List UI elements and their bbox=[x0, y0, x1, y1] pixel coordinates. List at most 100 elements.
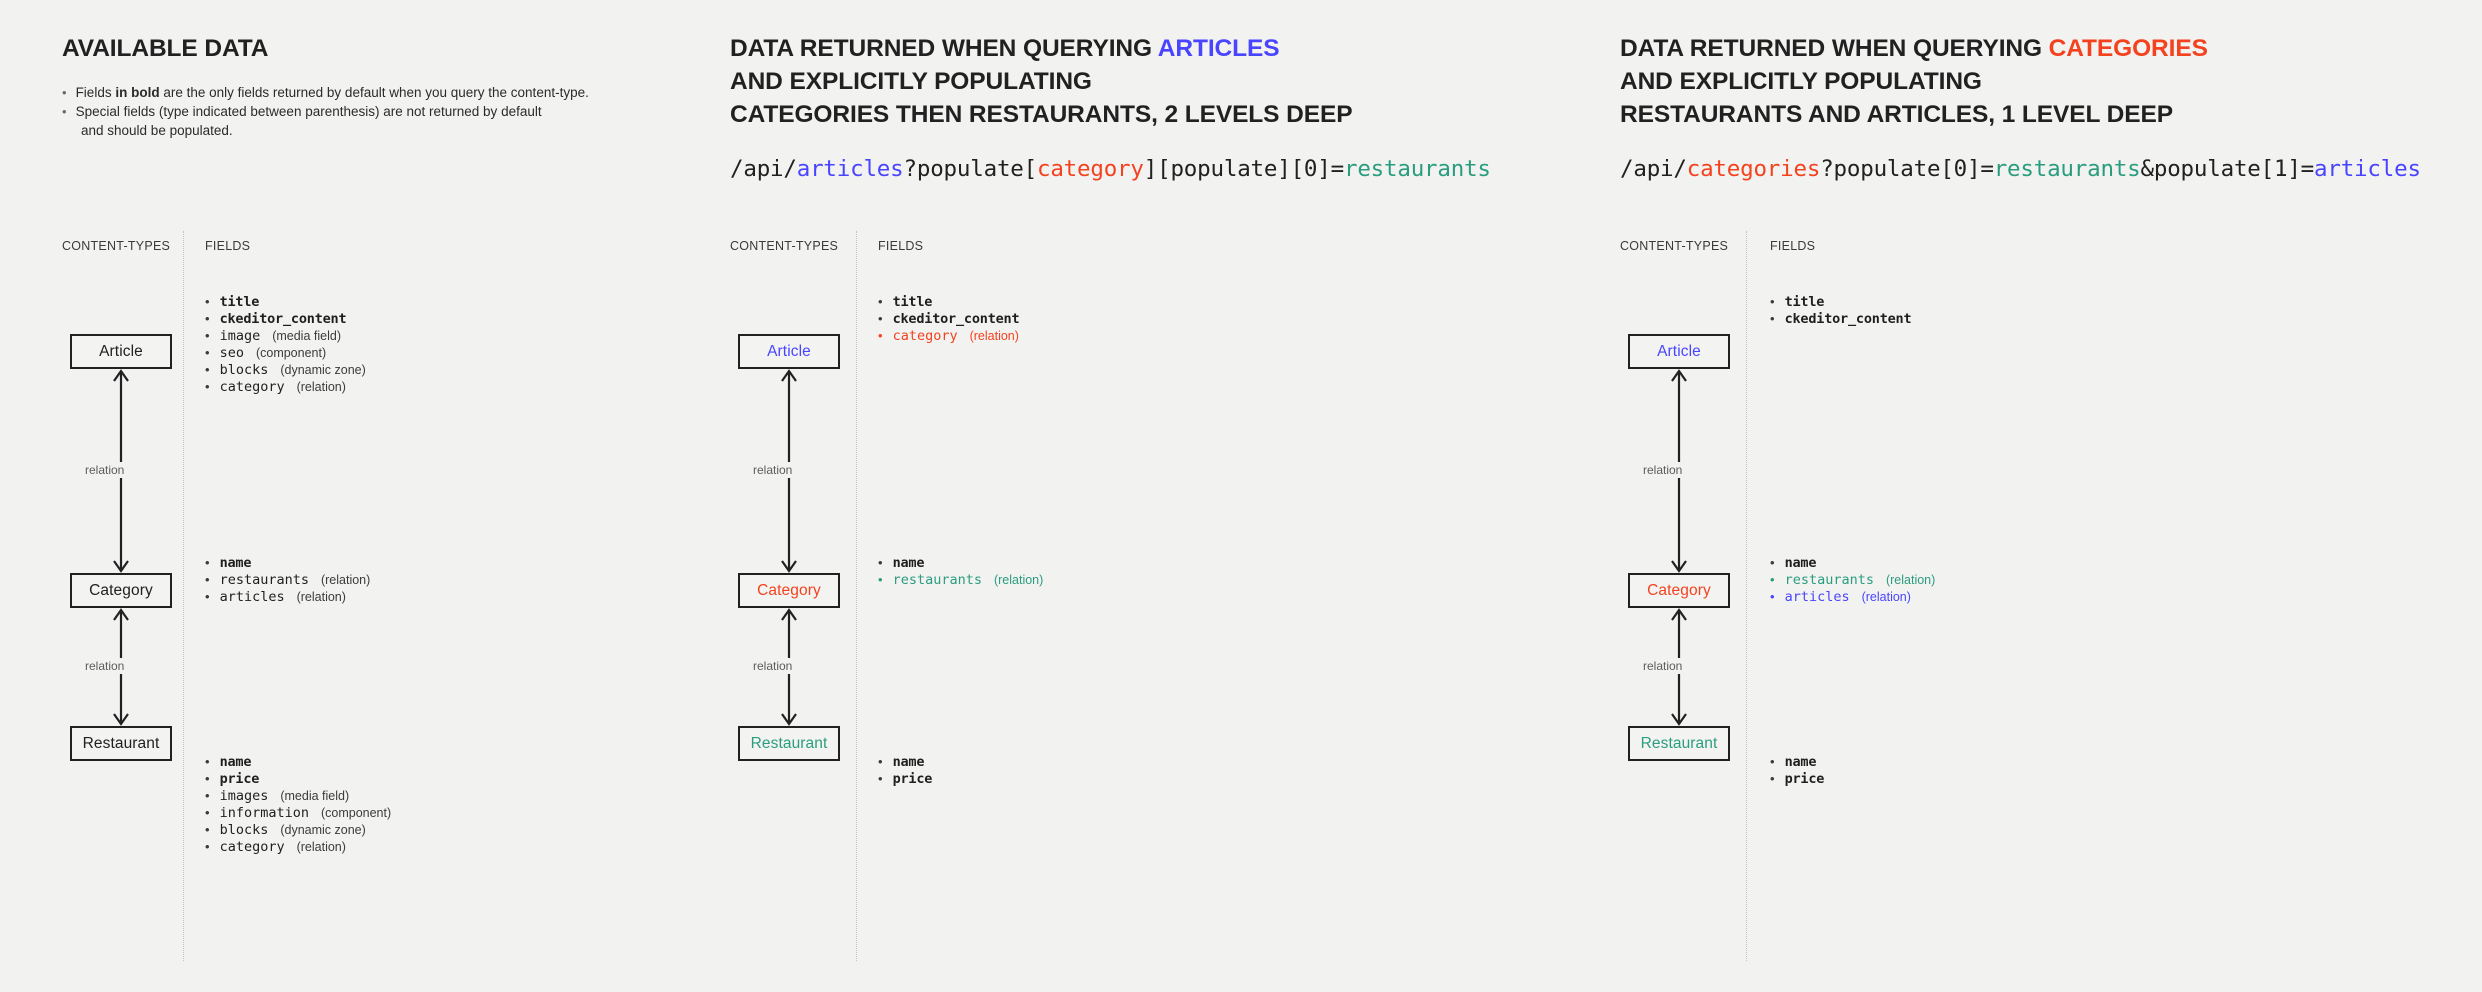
field-type: (relation) bbox=[1861, 590, 1911, 605]
field-group-category: •name•restaurants(relation)•articles(rel… bbox=[1770, 555, 2330, 606]
field-row: •category(relation) bbox=[205, 379, 765, 395]
field-name: ckeditor_content bbox=[219, 311, 347, 328]
header-title-line: AND EXPLICITLY POPULATING bbox=[1620, 65, 2410, 98]
bullet-icon: • bbox=[205, 294, 210, 309]
header-title-part: DATA RETURNED WHEN QUERYING bbox=[730, 35, 1158, 62]
field-type: (relation) bbox=[320, 573, 371, 588]
field-name: articles bbox=[1784, 589, 1850, 606]
field-name: ckeditor_content bbox=[892, 311, 1020, 328]
field-name: information bbox=[219, 805, 309, 822]
field-row: • title bbox=[205, 294, 765, 310]
field-row: •name bbox=[878, 555, 1438, 571]
api-url-segment: articles bbox=[796, 156, 904, 182]
entity-box-category[interactable]: Category bbox=[70, 573, 172, 608]
fields-column-label: FIELDS bbox=[1770, 239, 1816, 253]
field-name: images bbox=[219, 788, 269, 805]
bullet-icon: • bbox=[205, 362, 210, 378]
field-type: (relation) bbox=[993, 573, 1044, 588]
entity-box-article[interactable]: Article bbox=[738, 334, 840, 369]
field-type: (relation) bbox=[296, 380, 346, 395]
bullet-icon: • bbox=[205, 805, 210, 821]
api-url-segment: category bbox=[1036, 156, 1144, 182]
field-row: •category(relation) bbox=[878, 328, 1438, 344]
api-url-segment: &populate[1]= bbox=[2140, 156, 2315, 182]
field-row: •title bbox=[1770, 294, 2330, 310]
bullet-icon: • bbox=[878, 771, 883, 787]
content-types-column-label: CONTENT-TYPES bbox=[62, 239, 171, 253]
field-row: •price bbox=[878, 771, 1438, 787]
field-name: title bbox=[219, 294, 260, 310]
header-title-part: CATEGORIES THEN RESTAURANTS, 2 LEVELS DE… bbox=[730, 101, 1353, 128]
column-header-available-data: AVAILABLE DATA • Fields in bold are the on… bbox=[62, 32, 852, 140]
field-name: price bbox=[1784, 771, 1825, 788]
entity-box-category[interactable]: Category bbox=[738, 573, 840, 608]
bullet-icon: • bbox=[878, 572, 883, 588]
field-name: name bbox=[219, 555, 252, 571]
field-group-article: •title•ckeditor_content•image(media fiel… bbox=[205, 294, 765, 397]
legend-note-text: Special fields (type indicated between p… bbox=[75, 104, 542, 119]
field-group-category: •name•restaurants(relation)•articles(rel… bbox=[205, 555, 765, 606]
field-type: (dynamic zone) bbox=[280, 823, 366, 838]
field-row: •name bbox=[1770, 754, 2330, 770]
content-types-column-label: CONTENT-TYPES bbox=[1620, 239, 1729, 253]
header-title-part: AND EXPLICITLY POPULATING bbox=[730, 68, 1092, 95]
field-name: ckeditor_content bbox=[1784, 311, 1912, 328]
api-url-segment: /api/ bbox=[1620, 156, 1687, 182]
bullet-icon: • bbox=[205, 311, 210, 327]
legend-note-text: Fields in bold are the only fields retur… bbox=[75, 85, 589, 100]
field-name: name bbox=[1784, 555, 1817, 571]
header-title-line: CATEGORIES THEN RESTAURANTS, 2 LEVELS DE… bbox=[730, 98, 1520, 131]
entity-box-label: Article bbox=[99, 342, 143, 360]
entity-box-article[interactable]: Article bbox=[1628, 334, 1730, 369]
entity-box-restaurant[interactable]: Restaurant bbox=[1628, 726, 1730, 761]
header-title-part: AVAILABLE DATA bbox=[62, 35, 269, 62]
field-group-article: •title•ckeditor_content bbox=[1770, 294, 2330, 328]
field-row: • articles (relation) bbox=[1770, 589, 2330, 605]
field-name: category bbox=[892, 328, 958, 345]
field-type: (relation) bbox=[1885, 573, 1936, 588]
entity-box-article[interactable]: Article bbox=[70, 334, 172, 369]
bullet-icon: • bbox=[1770, 589, 1775, 605]
field-name: restaurants bbox=[892, 572, 982, 589]
bullet-icon: • bbox=[205, 379, 210, 395]
field-name: name bbox=[892, 754, 925, 770]
api-url-segment: /api/ bbox=[730, 156, 797, 182]
field-group-restaurant: •name•price•images(media field)•informat… bbox=[205, 754, 765, 857]
field-group-article: •title•ckeditor_content•category(relatio… bbox=[878, 294, 1438, 345]
field-name: seo bbox=[219, 345, 244, 362]
api-endpoint-url: /api/categories?populate[0]=restaurants&… bbox=[1620, 154, 2421, 184]
bullet-icon: • bbox=[205, 345, 210, 361]
header-title-part: DATA RETURNED WHEN QUERYING bbox=[1620, 35, 2049, 62]
api-url-segment: ?populate[0]= bbox=[1820, 156, 1994, 182]
fields-column-label: FIELDS bbox=[878, 239, 924, 253]
bullet-icon: • bbox=[62, 85, 67, 100]
entity-box-restaurant[interactable]: Restaurant bbox=[70, 726, 172, 761]
field-name: restaurants bbox=[219, 572, 309, 589]
bullet-icon: • bbox=[878, 328, 883, 344]
entity-box-restaurant[interactable]: Restaurant bbox=[738, 726, 840, 761]
field-row: •ckeditor_content bbox=[1770, 311, 2330, 327]
entity-box-category[interactable]: Category bbox=[1628, 573, 1730, 608]
field-group-restaurant: •name•price bbox=[1770, 754, 2330, 788]
entity-box-label: Category bbox=[1647, 581, 1711, 599]
field-type: (media field) bbox=[272, 329, 341, 344]
relation-label: relation bbox=[1639, 462, 1687, 478]
legend-note-item: • Special fields (type indicated between … bbox=[62, 102, 852, 121]
field-type: (relation) bbox=[296, 840, 346, 855]
field-name: name bbox=[1784, 754, 1817, 770]
field-row: •price bbox=[205, 771, 765, 787]
field-row: •category(relation) bbox=[205, 839, 765, 855]
bullet-icon: • bbox=[205, 839, 210, 855]
column-header-query-articles: DATA RETURNED WHEN QUERYING ARTICLES AND … bbox=[730, 32, 1520, 184]
bullet-icon: • bbox=[1770, 572, 1775, 588]
bullet-icon: • bbox=[62, 104, 67, 119]
api-url-segment: restaurants bbox=[1993, 156, 2141, 182]
api-url-segment: ?populate[ bbox=[903, 156, 1038, 182]
field-row: •name bbox=[1770, 555, 2330, 571]
header-title-part: ARTICLES bbox=[1157, 35, 1280, 62]
bullet-icon: • bbox=[878, 294, 883, 309]
field-name: blocks bbox=[219, 822, 269, 839]
api-url-segment: restaurants bbox=[1343, 156, 1491, 182]
field-row: •articles(relation) bbox=[205, 589, 765, 605]
